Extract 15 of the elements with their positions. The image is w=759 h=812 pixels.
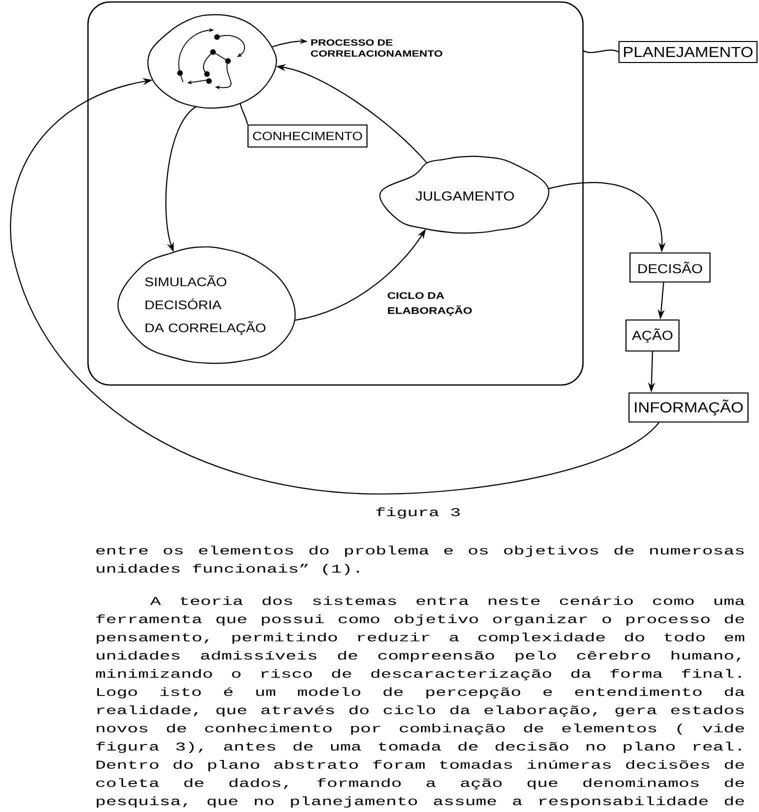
- label-box: CONHECIMENTO: [247, 124, 368, 148]
- leader-line: [582, 50, 619, 54]
- label-box: INFORMAÇÃO: [628, 392, 749, 423]
- label-box: DECISÃO: [629, 252, 711, 283]
- annotation-text: CICLO DA ELABORAÇÃO: [388, 292, 472, 316]
- arrow: [10, 78, 660, 495]
- callout-text: PROCESSO DE CORRELACIONAMENTO: [310, 39, 442, 57]
- cloud-shape: [147, 14, 278, 109]
- label-box: PLANEJAMENTO: [618, 40, 758, 64]
- figure-caption: figura 3: [376, 507, 460, 519]
- body-paragraph: A teoria dos sistemas entra neste cenário como uma ferramenta que possui como objetivo organizar o processo de pensamento, permitindo reduzir a complexidade do todo em unidades admissíveis de compreensão pelo cêrebro humano, minimizando o risco de descaracterização da forma final. Logo isto é um modelo de percepção e entendimento da realidade, que através do ciclo da elaboração, gera estados novos de conhecimento por combinação de elementos ( vide figura 3), antes de uma tomada de decisão no plano real. Dentro do plano abstrato foram tomadas inúmeras decisões de coleta de dados, formando a ação que denominamos de pesquisa, que no planejamento assume a responsabilidade de: [96, 596, 744, 808]
- leader-line: [240, 103, 248, 125]
- rounded-frame: [87, 1, 584, 386]
- label-box: AÇÃO: [625, 319, 680, 352]
- body-paragraph: entre os elementos do problema e os objetivos de numerosas unidades funcionais” (1).: [96, 546, 744, 576]
